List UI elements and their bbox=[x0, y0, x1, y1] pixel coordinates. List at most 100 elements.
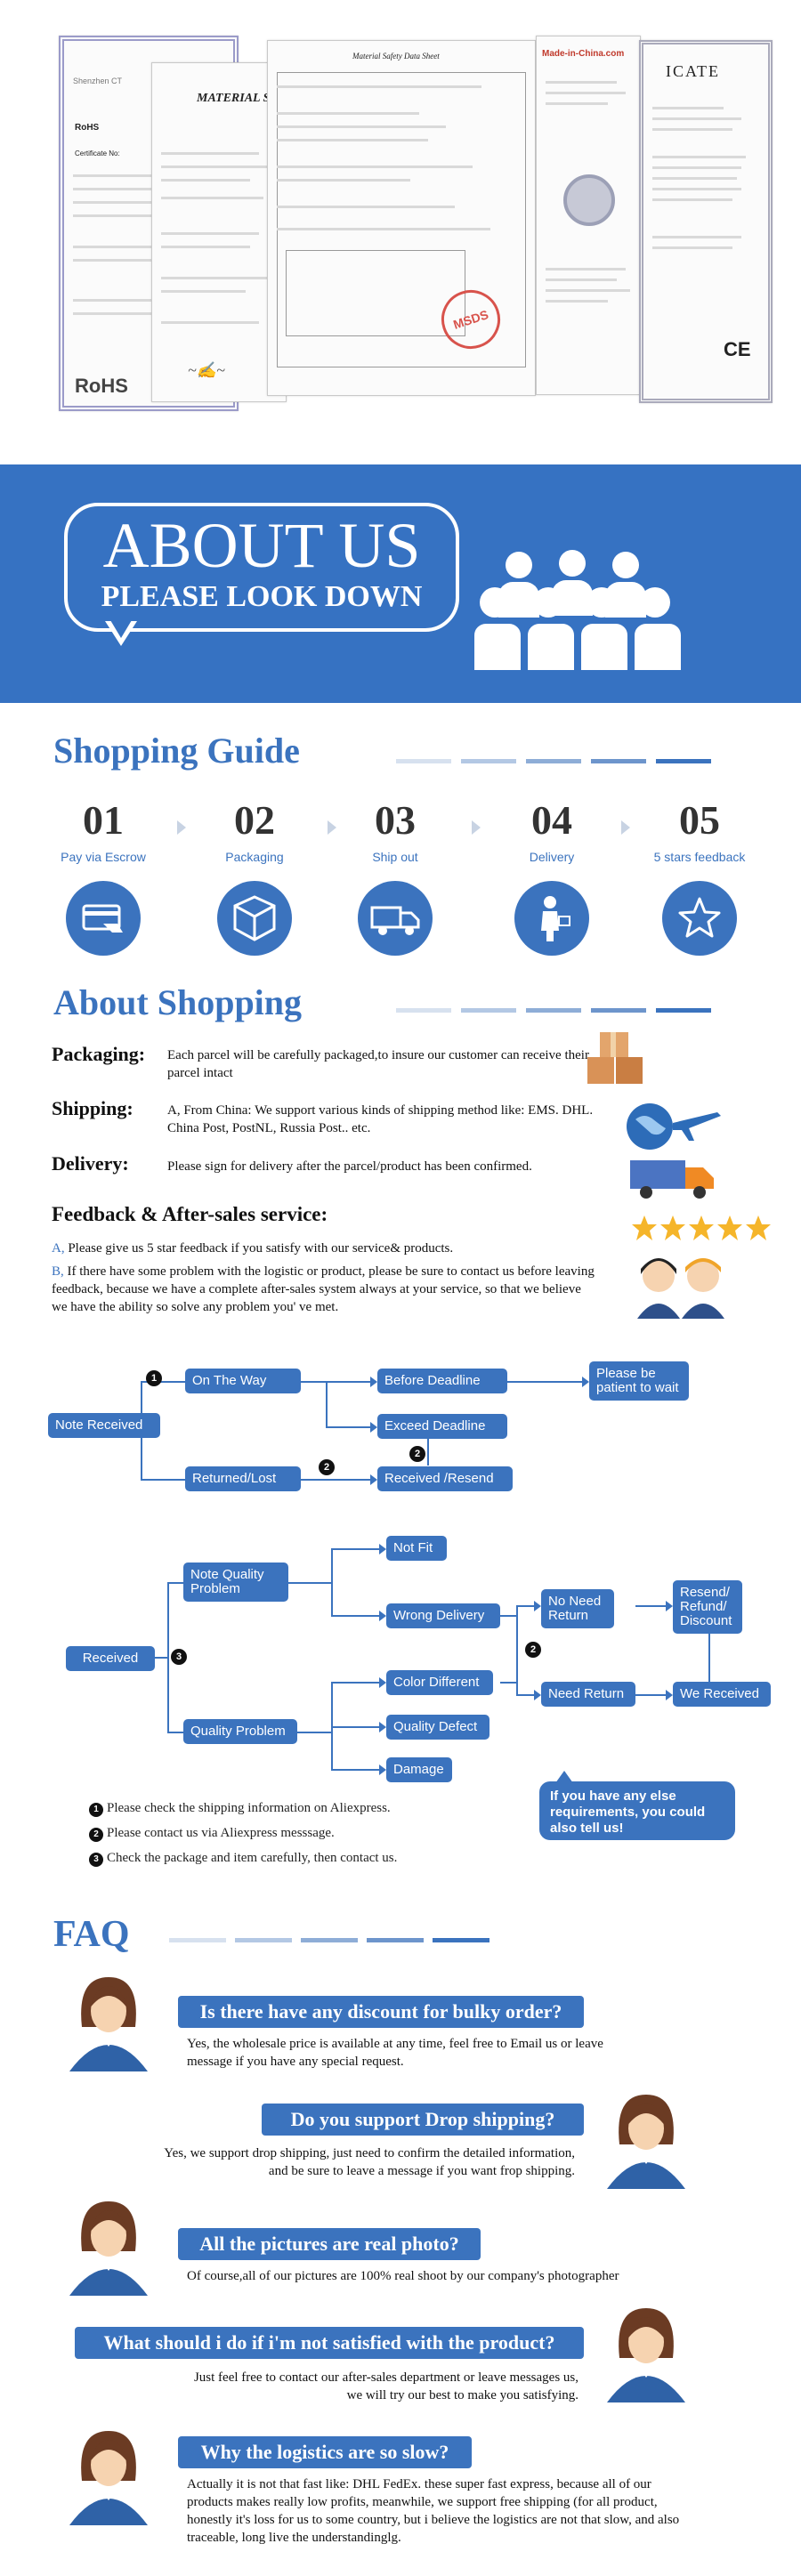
note-quality-box: Note Quality Problem bbox=[183, 1563, 288, 1602]
packaging-text: Each parcel will be carefully packaged,t… bbox=[167, 1048, 589, 1080]
damage-box: Damage bbox=[386, 1757, 452, 1782]
shipping-label: Shipping: bbox=[52, 1097, 134, 1119]
on-the-way-box: On The Way bbox=[185, 1369, 301, 1393]
package-box-icon bbox=[217, 881, 292, 956]
note-2-marker: 2 bbox=[89, 1828, 103, 1842]
cert-ce-title: ICATE bbox=[666, 62, 720, 80]
signature-mark: ~✍~ bbox=[188, 361, 225, 379]
returned-lost-box: Returned/Lost bbox=[185, 1466, 301, 1491]
note-2: 2 Please contact us via Aliexpress messsa… bbox=[89, 1826, 335, 1842]
need-return-box: Need Return bbox=[541, 1682, 635, 1707]
rohs-logo: RoHS bbox=[75, 375, 128, 397]
note-2-text: Please contact us via Aliexpress messsag… bbox=[107, 1826, 335, 1840]
requirements-bubble: If you have any else requirements, you c… bbox=[539, 1781, 735, 1840]
ce-mark-icon: CE bbox=[724, 338, 751, 360]
step-label-5: 5 stars feedback bbox=[653, 850, 746, 864]
customer-service-icon bbox=[628, 1251, 735, 1319]
we-received-box: We Received bbox=[673, 1682, 771, 1707]
patient-wait-box: Please be patient to wait bbox=[589, 1361, 689, 1401]
support-avatar-icon bbox=[602, 2305, 691, 2402]
faq-title: FAQ bbox=[53, 1914, 130, 1955]
shipping-text: A, From China: We support various kinds … bbox=[167, 1103, 594, 1135]
step-number-1: 01 bbox=[83, 797, 124, 843]
step-3-marker: 3 bbox=[171, 1649, 187, 1665]
about-us-title: ABOUT US bbox=[102, 510, 421, 581]
certificate-material: MATERIAL S ~✍~ bbox=[151, 62, 287, 402]
globe-plane-icon bbox=[623, 1100, 723, 1153]
team-people-icon bbox=[463, 550, 694, 673]
faq-question-2: Do you support Drop shipping? bbox=[262, 2104, 584, 2136]
certificate-ce: ICATE CE bbox=[639, 40, 773, 403]
star-check-icon bbox=[662, 881, 737, 956]
exceed-deadline-box: Exceed Deadline bbox=[377, 1414, 507, 1439]
step-2-marker: 2 bbox=[525, 1642, 541, 1658]
step-1-marker: 1 bbox=[146, 1370, 162, 1386]
faq-answer-2: Yes, we support drop shipping, just need… bbox=[164, 2146, 575, 2178]
note-3-text: Check the package and item carefully, th… bbox=[107, 1851, 398, 1865]
courier-person-icon bbox=[514, 881, 589, 956]
support-avatar-icon bbox=[64, 1974, 153, 2071]
certificate-made-in-china: Made-in-China.com bbox=[536, 36, 641, 395]
step-label-3: Ship out bbox=[372, 850, 418, 864]
wrong-delivery-box: Wrong Delivery bbox=[386, 1603, 500, 1628]
five-stars-icon bbox=[630, 1214, 773, 1242]
faq-question-5: Why the logistics are so slow? bbox=[178, 2436, 472, 2468]
support-avatar-icon bbox=[602, 2091, 691, 2189]
faq-question-3: All the pictures are real photo? bbox=[178, 2228, 481, 2260]
step-2-marker: 2 bbox=[319, 1459, 335, 1475]
step-number-4: 04 bbox=[531, 797, 572, 843]
feedback-b-text: If there have some problem with the logi… bbox=[52, 1264, 595, 1314]
step-number-3: 03 bbox=[375, 797, 416, 843]
delivery-label: Delivery: bbox=[52, 1152, 129, 1175]
step-arrow-icon bbox=[177, 820, 186, 835]
feedback-title: Feedback & After-sales service: bbox=[52, 1203, 328, 1225]
faq-answer-5: Actually it is not that fast like: DHL F… bbox=[187, 2477, 680, 2545]
cert-label: Certificate No: bbox=[75, 149, 120, 157]
speech-bubble bbox=[64, 503, 459, 632]
about-us-subtitle: PLEASE LOOK DOWN bbox=[101, 580, 423, 613]
step-label-2: Packaging bbox=[225, 850, 284, 864]
packaging-label: Packaging: bbox=[52, 1043, 146, 1065]
delivery-truck-icon bbox=[358, 881, 433, 956]
note-1-marker: 1 bbox=[89, 1803, 103, 1817]
step-number-2: 02 bbox=[234, 797, 275, 843]
step-number-5: 05 bbox=[679, 797, 720, 843]
step-label-1: Pay via Escrow bbox=[61, 850, 146, 864]
support-avatar-icon bbox=[64, 2198, 153, 2296]
made-in-china-brand: Made-in-China.com bbox=[542, 49, 625, 59]
cert-logo-small: RoHS bbox=[75, 123, 100, 133]
before-deadline-box: Before Deadline bbox=[377, 1369, 507, 1393]
credit-card-icon bbox=[66, 881, 141, 956]
shopping-guide-title: Shopping Guide bbox=[53, 731, 300, 771]
cert-material-title: MATERIAL S bbox=[197, 92, 271, 105]
quality-problem-box: Quality Problem bbox=[183, 1719, 297, 1744]
step-arrow-icon bbox=[328, 820, 336, 835]
step-2-marker: 2 bbox=[409, 1446, 425, 1462]
note-3: 3 Check the package and item carefully, t… bbox=[89, 1851, 397, 1867]
seal-icon bbox=[563, 174, 615, 226]
bubble-tail bbox=[555, 1771, 573, 1783]
msds-title: Material Safety Data Sheet bbox=[352, 52, 440, 61]
feedback-a-text: Please give us 5 star feedback if you sa… bbox=[68, 1241, 454, 1256]
truck-icon bbox=[628, 1153, 717, 1201]
about-shopping-title: About Shopping bbox=[53, 982, 303, 1022]
cert-small-text: Shenzhen CT bbox=[73, 77, 123, 85]
step-arrow-icon bbox=[472, 820, 481, 835]
support-avatar-icon bbox=[64, 2427, 153, 2525]
feedback-b-prefix: B, bbox=[52, 1264, 64, 1279]
delivery-text: Please sign for delivery after the parce… bbox=[167, 1159, 532, 1174]
note-3-marker: 3 bbox=[89, 1853, 103, 1867]
received-resend-box: Received /Resend bbox=[377, 1466, 513, 1491]
boxes-icon bbox=[584, 1030, 646, 1087]
faq-answer-3: Of course,all of our pictures are 100% r… bbox=[187, 2269, 619, 2283]
received-box: Received bbox=[66, 1646, 155, 1671]
step-arrow-icon bbox=[621, 820, 630, 835]
faq-answer-4: Just feel free to contact our after-sale… bbox=[193, 2370, 578, 2402]
not-fit-box: Not Fit bbox=[386, 1536, 447, 1561]
color-different-box: Color Different bbox=[386, 1670, 493, 1695]
resend-refund-box: Resend/ Refund/ Discount bbox=[673, 1580, 742, 1634]
quality-defect-box: Quality Defect bbox=[386, 1715, 490, 1740]
note-received-box: Note Received bbox=[48, 1413, 160, 1438]
no-need-return-box: No Need Return bbox=[541, 1589, 614, 1628]
